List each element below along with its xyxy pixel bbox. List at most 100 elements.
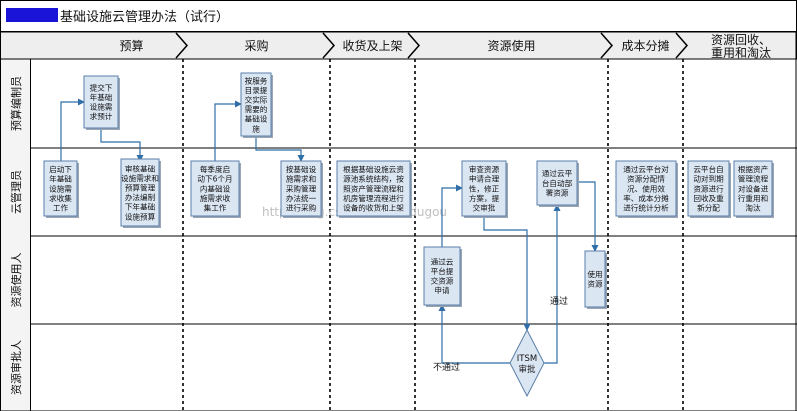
process-boxes: 启动下年基础设施需求收集工作提交下年基础设施需求预计审核基础设施需求和预算管理办… — [43, 72, 774, 309]
box-text-line: 淘汰 — [745, 203, 761, 213]
box-text-line: 根据基础设施云资 — [343, 164, 404, 174]
box-text-line: 新分配 — [697, 203, 720, 213]
box-text-line: 求预计 — [90, 111, 113, 121]
box-text-line: 对设备进 — [738, 183, 769, 193]
box-text-line: 动下6个月 — [197, 174, 232, 184]
box-text-line: 年基础 — [90, 92, 113, 102]
box-text-line: 率、成本分摊 — [623, 193, 669, 203]
box-text-line: 审查资源 — [469, 164, 500, 174]
decision-diamond — [509, 328, 545, 398]
box-text-line: 申请 — [434, 285, 450, 295]
flow-arrows — [60, 98, 599, 364]
phase-label: 预算 — [119, 38, 143, 53]
box-text-line: 行重用和 — [738, 193, 768, 203]
phase-label: 重用和淘汰 — [711, 46, 771, 60]
flow-arrow — [542, 204, 561, 364]
diagram-title: 基础设施云管理办法（试行） — [60, 10, 229, 25]
box-text-line: 回收及重 — [693, 193, 724, 203]
box-text-line: 设施需 — [49, 183, 72, 193]
flow-arrow — [60, 98, 85, 161]
box-text-line: 管理流程 — [738, 174, 769, 184]
edge-label-fail: 不通过 — [433, 361, 460, 373]
flow-arrow — [438, 304, 510, 364]
box-text-line: 动对到期 — [693, 174, 724, 184]
box-text-line: 办法编制 — [125, 192, 156, 202]
box-text-line: 提交下 — [90, 82, 113, 92]
box-text-line: 使用 — [587, 269, 602, 279]
flow-arrow — [577, 181, 599, 252]
lane-label: 预算编制员 — [9, 76, 23, 131]
lane-label-column — [0, 58, 31, 411]
box-rect — [536, 160, 578, 206]
box-text-line: 设施需求和 — [121, 173, 159, 183]
box-rect — [240, 72, 272, 137]
box-rect — [190, 160, 240, 217]
title-bar — [0, 0, 797, 32]
box-text-line: 资源进行 — [693, 183, 724, 193]
flow-arrow — [483, 216, 531, 331]
box-text-line: 目录提 — [245, 85, 268, 95]
box-text-line: 年基础 — [49, 174, 72, 184]
phase-chevron — [322, 32, 335, 59]
box-text-line: 性，修正 — [469, 183, 500, 193]
box-rect — [615, 160, 677, 217]
phase-labels: 预算 采购 收货及上架 资源使用 成本分摊 资源回收、重用和淘汰 — [119, 33, 771, 60]
flow-arrow — [100, 128, 144, 162]
lane-label: 资源使用人 — [9, 253, 23, 308]
box-rect — [733, 160, 773, 217]
box-text-line: 交审批 — [473, 203, 496, 213]
box-text-line: 通过云平 — [542, 168, 573, 178]
box-text-line: 署资源 — [546, 187, 569, 197]
box-rect — [43, 160, 78, 217]
phase-label: 资源回收、 — [711, 33, 771, 47]
box-text-line: 申请合理 — [469, 174, 500, 184]
box-text-line: 资源分配情 — [627, 174, 665, 184]
phase-label: 成本分摊 — [621, 39, 669, 53]
phase-chevrons — [175, 32, 688, 59]
lane-label: 云管理员 — [9, 170, 23, 214]
box-text-line: 照资产管理流程和 — [343, 183, 404, 193]
box-text-line: 需要的 — [245, 104, 268, 114]
phase-chevron — [407, 32, 420, 59]
edge-label-pass: 通过 — [550, 295, 568, 307]
decision-text-line: 审批 — [518, 364, 536, 375]
box-text-line: 每季度启 — [200, 164, 230, 174]
box-text-line: 源池系统结构，按 — [343, 174, 404, 184]
box-text-line: 设备的收货和上架 — [343, 203, 404, 213]
box-text-line: 根据资产 — [738, 164, 769, 174]
decision-text-line: ITSM — [517, 354, 537, 364]
box-text-line: 办法统一 — [286, 193, 317, 203]
box-text-line: 施需求收 — [200, 193, 231, 203]
phase-label: 资源使用 — [487, 38, 535, 53]
box-text-line: 基础设 — [245, 114, 268, 124]
box-text-line: 交实际 — [245, 95, 268, 105]
box-text-line: 设施预算 — [125, 211, 156, 221]
box-rect — [280, 160, 322, 217]
box-rect — [461, 160, 507, 217]
phase-chevron — [175, 32, 188, 59]
flow-arrow — [441, 184, 463, 247]
box-text-line: 工作 — [53, 203, 69, 213]
phase-label: 采购 — [244, 38, 268, 53]
box-text-line: 通过云 — [431, 256, 454, 266]
phase-label: 收货及上架 — [342, 38, 402, 53]
box-text-line: 况、使用效 — [627, 183, 665, 193]
lane-label: 资源审批人 — [9, 340, 23, 395]
box-text-line: 启动下 — [49, 164, 72, 174]
phase-chevron — [600, 32, 613, 59]
